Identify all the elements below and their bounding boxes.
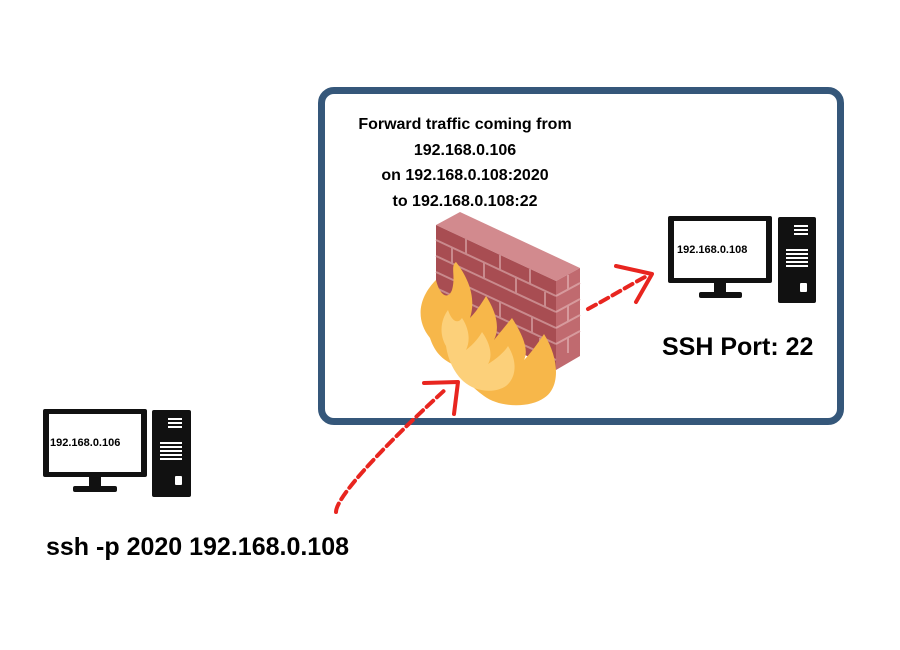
incoming-arrow-icon <box>334 380 460 514</box>
ssh-command-label: ssh -p 2020 192.168.0.108 <box>46 533 350 561</box>
rule-line-2: 192.168.0.106 <box>413 141 517 159</box>
client-computer-icon <box>43 409 191 497</box>
server-ip-label: 192.168.0.108 <box>677 244 748 256</box>
client-ip-label: 192.168.0.106 <box>50 437 121 449</box>
server-computer-icon <box>668 216 816 303</box>
firewall-rule-description: Forward traffic coming from 192.168.0.10… <box>320 112 610 214</box>
rule-line-1: Forward traffic coming from <box>358 116 572 133</box>
forwarded-arrow-icon <box>586 264 654 311</box>
firewall-icon <box>420 212 581 406</box>
rule-line-4: to 192.168.0.108:22 <box>392 192 538 210</box>
ssh-port-label: SSH Port: 22 <box>662 333 814 361</box>
rule-line-3: on 192.168.0.108:2020 <box>381 167 549 184</box>
